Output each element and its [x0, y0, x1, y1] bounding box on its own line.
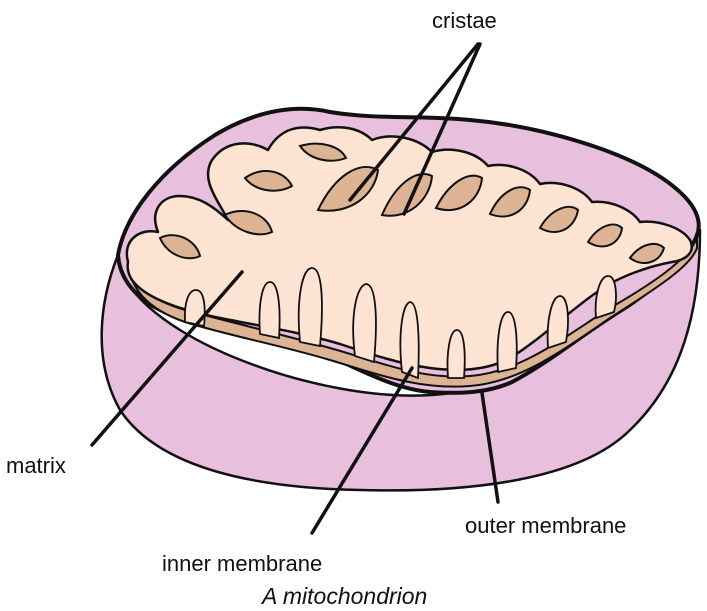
diagram-caption: A mitochondrion [262, 585, 427, 608]
inner-membrane-label: inner membrane [162, 553, 322, 575]
outer-membrane-label: outer membrane [465, 515, 626, 537]
matrix-label: matrix [6, 455, 66, 477]
cristae-label: cristae [432, 10, 497, 32]
